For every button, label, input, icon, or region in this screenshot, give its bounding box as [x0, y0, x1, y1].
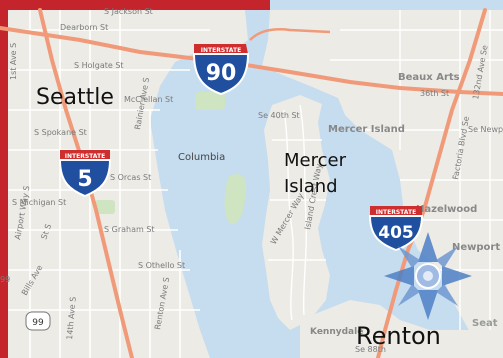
- street-label: Se 88th: [355, 345, 386, 354]
- pan-down-right-icon[interactable]: [436, 284, 458, 306]
- street-label: 14th Ave S: [65, 296, 78, 340]
- street-label: McClellan St: [124, 95, 173, 104]
- pan-up-right-icon[interactable]: [436, 246, 458, 268]
- pan-center-dot: [423, 271, 433, 281]
- svg-text:INTERSTATE: INTERSTATE: [65, 153, 105, 160]
- street-label: S Graham St: [104, 225, 155, 234]
- street-label: S Holgate St: [74, 61, 124, 70]
- bridge-connector: [249, 28, 331, 41]
- neighborhood-label-hazelwood: Hazelwood: [416, 204, 477, 215]
- pan-down-left-icon[interactable]: [398, 284, 420, 306]
- pan-right-icon[interactable]: [442, 266, 472, 286]
- frame-left: [0, 0, 8, 358]
- sr99-shield: 99: [25, 311, 51, 331]
- street-label: 1st Ave S: [9, 43, 18, 80]
- i405-highway: [376, 8, 487, 358]
- compass-pan-icon[interactable]: [384, 232, 472, 320]
- neighborhood-label-seat: Seat: [472, 318, 498, 329]
- frame-top: [0, 0, 270, 10]
- neighborhood-label-kennydale: Kennydale: [310, 327, 363, 337]
- neighborhood-label-columbia: Columbia: [178, 152, 225, 163]
- seattle-land: [8, 10, 248, 358]
- neighborhood-label-mercer-island: Mercer Island: [328, 124, 405, 135]
- svg-text:INTERSTATE: INTERSTATE: [376, 209, 416, 216]
- svg-text:99: 99: [32, 318, 44, 328]
- city-label-mercer-line2: Island: [284, 176, 338, 197]
- svg-text:405: 405: [378, 223, 414, 243]
- i405-shield: INTERSTATE 405: [368, 206, 424, 252]
- street-label: 99: [0, 275, 10, 284]
- street-label: Se 40th St: [258, 111, 300, 120]
- street-label: S Spokane St: [34, 128, 87, 137]
- neighborhood-label-beaux-arts: Beaux Arts: [398, 72, 460, 83]
- city-label-seattle: Seattle: [36, 85, 114, 110]
- street-grid-east: [330, 10, 503, 330]
- street-label: S Michigan St: [12, 198, 66, 207]
- street-label: Se Newport: [468, 125, 503, 134]
- i5-shield: INTERSTATE 5: [58, 150, 112, 198]
- pan-up-left-icon[interactable]: [398, 246, 420, 268]
- neighborhood-label-newport: Newport: [452, 242, 500, 253]
- mercer-island-land: [262, 95, 330, 330]
- renton-land: [300, 300, 503, 358]
- street-label: Dearborn St: [60, 23, 108, 32]
- svg-text:90: 90: [206, 61, 237, 86]
- park-area: [195, 92, 225, 110]
- city-label-mercer-line1: Mercer: [284, 150, 347, 171]
- svg-text:INTERSTATE: INTERSTATE: [201, 47, 241, 54]
- street-grid: [8, 10, 210, 358]
- park-island: [224, 174, 247, 224]
- i90-highway: [0, 26, 503, 96]
- street-label: S Orcas St: [110, 173, 151, 182]
- pan-up-icon[interactable]: [418, 232, 438, 262]
- pan-left-icon[interactable]: [384, 266, 414, 286]
- mercer-streets: [268, 104, 326, 321]
- street-label: S Othello St: [138, 261, 185, 270]
- city-label-renton: Renton: [356, 322, 441, 350]
- i90-shield: INTERSTATE 90: [192, 44, 250, 96]
- pan-down-icon[interactable]: [418, 290, 438, 320]
- park-area: [95, 200, 115, 214]
- street-label: 36th St: [420, 89, 449, 98]
- street-label: S Jackson St: [104, 7, 153, 16]
- svg-text:5: 5: [77, 167, 92, 192]
